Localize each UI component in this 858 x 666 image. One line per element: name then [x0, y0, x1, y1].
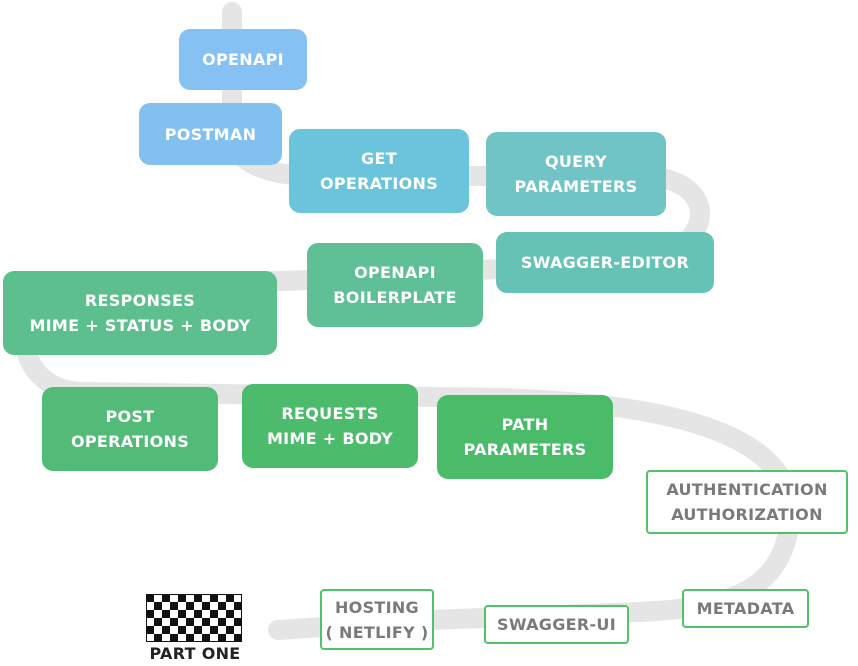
- node-metadata: METADATA: [682, 589, 809, 628]
- node-responses: RESPONSES MIME + STATUS + BODY: [3, 271, 277, 355]
- node-path-parameters: PATH PARAMETERS: [437, 395, 613, 479]
- checkered-flag-icon: [146, 594, 242, 642]
- node-openapi-boilerplate: OPENAPI BOILERPLATE: [307, 243, 483, 327]
- node-post-operations: POST OPERATIONS: [42, 387, 218, 471]
- finish-label: PART ONE: [149, 644, 241, 663]
- node-postman: POSTMAN: [139, 103, 282, 165]
- node-get-operations: GET OPERATIONS: [289, 129, 469, 213]
- node-requests: REQUESTS MIME + BODY: [242, 384, 418, 468]
- node-hosting: HOSTING ( NETLIFY ): [320, 589, 434, 650]
- node-swagger-editor: SWAGGER-EDITOR: [496, 232, 714, 293]
- node-openapi: OPENAPI: [179, 29, 307, 90]
- node-query-parameters: QUERY PARAMETERS: [486, 132, 666, 216]
- node-swagger-ui: SWAGGER-UI: [484, 605, 629, 644]
- node-authentication-authorization: AUTHENTICATION AUTHORIZATION: [646, 470, 848, 534]
